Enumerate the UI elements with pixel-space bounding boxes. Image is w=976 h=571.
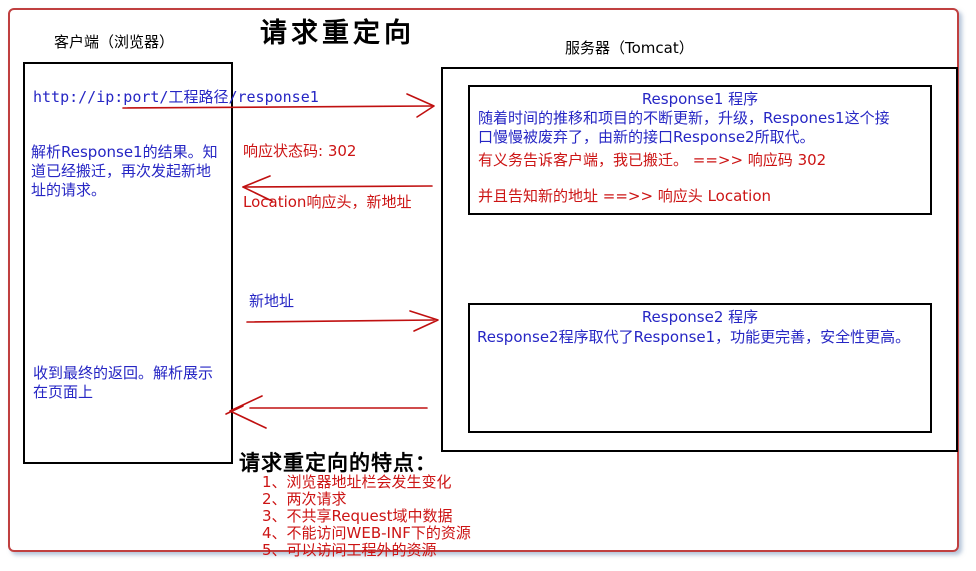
client-box <box>23 62 233 464</box>
feature-item-2: 2、两次请求 <box>262 490 347 508</box>
response1-box <box>468 85 932 215</box>
feature-item-4: 4、不能访问WEB-INF下的资源 <box>262 524 471 542</box>
response2-body-text: Response2程序取代了Response1，功能更完善，安全性更高。 <box>477 328 911 346</box>
feature-item-5: 5、可以访问工程外的资源 <box>262 541 437 559</box>
features-title: 请求重定向的特点： <box>239 451 437 475</box>
server-lane-label: 服务器（Tomcat） <box>565 39 694 57</box>
server-box <box>441 67 958 452</box>
response1-location-note: 并且告知新的地址 ==>> 响应头 Location <box>478 187 772 205</box>
feature-item-3: 3、不共享Request域中数据 <box>262 507 453 525</box>
response2-title: Response2 程序 <box>641 308 759 326</box>
request-url-text: http://ip:port/工程路径/response1 <box>33 88 319 106</box>
page-title: 请求重定向 <box>260 18 415 49</box>
feature-item-1: 1、浏览器地址栏会发生变化 <box>262 473 452 491</box>
status-code-label: 响应状态码: 302 <box>243 142 357 160</box>
response1-title: Response1 程序 <box>641 90 759 108</box>
response1-moved-note: 有义务告诉客户端，我已搬迁。 ==>> 响应码 302 <box>478 151 827 169</box>
outer-frame <box>8 8 959 552</box>
client-receive-text: 收到最终的返回。解析展示 在页面上 <box>33 364 214 401</box>
location-header-label: Location响应头，新地址 <box>243 193 412 211</box>
client-parse-text: 解析Response1的结果。知 道已经搬迁，再次发起新地 址的请求。 <box>31 143 218 199</box>
response2-box <box>468 303 932 433</box>
client-lane-label: 客户端（浏览器） <box>54 33 175 51</box>
new-address-label: 新地址 <box>249 292 295 310</box>
response1-body-text: 随着时间的推移和项目的不断更新，升级，Respones1这个接 口慢慢被废弃了，… <box>478 109 890 146</box>
features-list: 1、浏览器地址栏会发生变化 2、两次请求 3、不共享Request域中数据 4、… <box>262 474 471 559</box>
